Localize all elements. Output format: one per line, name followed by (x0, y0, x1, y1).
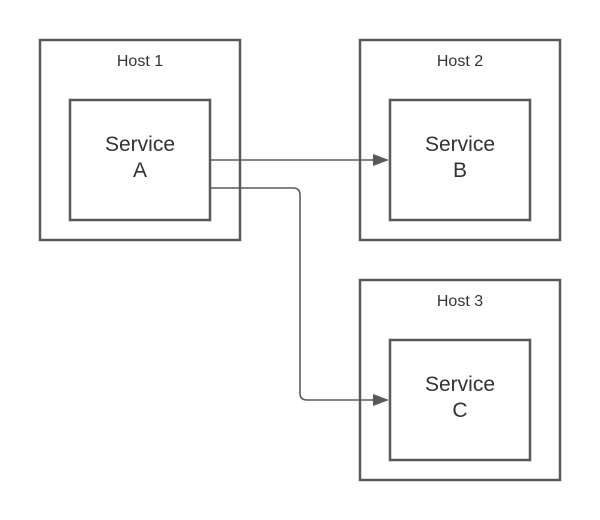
service-a-group: Service A (68, 98, 212, 222)
service-b-group: Service B (388, 98, 532, 222)
host-1-box (38, 38, 242, 242)
connector-a-to-c (210, 187, 389, 406)
service-b-label-line1: Service (425, 133, 495, 156)
service-c-label-line1: Service (425, 373, 495, 396)
connector-a-to-c-arrowhead-icon (373, 394, 389, 406)
host-2-group: Host 2 Service B (358, 38, 562, 242)
service-c-box (388, 338, 532, 462)
service-c-label-line2: C (452, 399, 467, 422)
host-3-label: Host 3 (437, 293, 483, 310)
service-c-group: Service C (388, 338, 532, 462)
host-3-box (358, 278, 562, 482)
host-3-group: Host 3 Service C (358, 278, 562, 482)
connector-a-to-c-line (210, 187, 376, 401)
service-b-box (388, 98, 532, 222)
host-1-group: Host 1 Service A (38, 38, 242, 242)
host-2-box (358, 38, 562, 242)
host-2-label: Host 2 (437, 53, 483, 70)
service-b-label-line2: B (453, 159, 467, 182)
connector-a-to-b (210, 154, 389, 166)
service-a-label-line2: A (133, 159, 147, 182)
service-a-label-line1: Service (105, 133, 175, 156)
host-1-label: Host 1 (117, 53, 163, 70)
connector-a-to-b-arrowhead-icon (373, 154, 389, 166)
